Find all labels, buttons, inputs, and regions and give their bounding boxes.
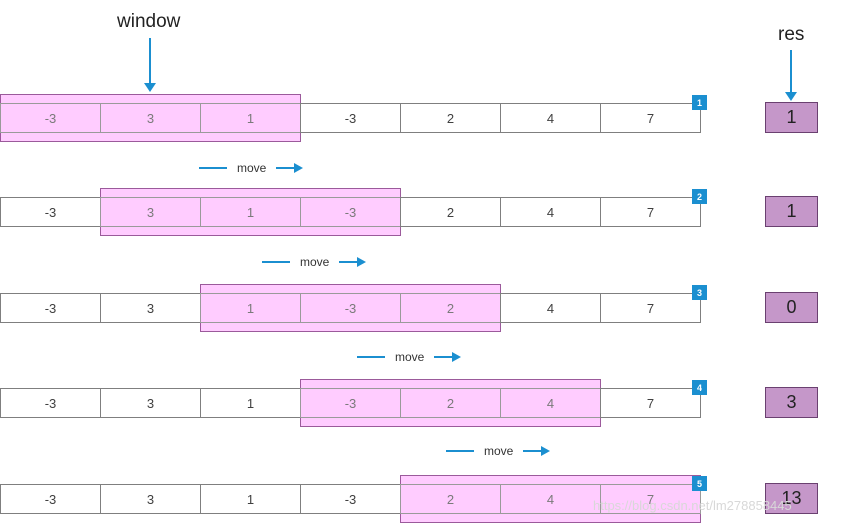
array-cell: 2: [400, 484, 501, 514]
move-indicator: move: [357, 349, 462, 365]
move-indicator: move: [262, 254, 367, 270]
array-cell: 4: [500, 197, 601, 227]
array-cell: 7: [600, 293, 701, 323]
array-cell: -3: [300, 388, 401, 418]
array-cell: 1: [200, 484, 301, 514]
array-cell: 3: [100, 197, 201, 227]
array-cell: -3: [0, 197, 101, 227]
window-highlight: [300, 379, 601, 427]
move-indicator: move: [199, 160, 304, 176]
move-line: [357, 356, 385, 358]
array-cell: 1: [200, 197, 301, 227]
array-cell: -3: [0, 484, 101, 514]
array-cell: -3: [0, 103, 101, 133]
array-cell: 3: [100, 103, 201, 133]
array-cell: 7: [600, 103, 701, 133]
array-cell: 4: [500, 293, 601, 323]
move-line: [262, 261, 290, 263]
step-badge: 4: [692, 380, 707, 395]
array-cell: 4: [500, 388, 601, 418]
move-label: move: [484, 444, 514, 458]
array-cell: 4: [500, 484, 601, 514]
array-cell: 7: [600, 197, 701, 227]
move-indicator: move: [446, 443, 551, 459]
window-highlight: [0, 94, 301, 142]
result-box: 13: [765, 483, 818, 514]
array-cell: 1: [200, 293, 301, 323]
res-pointer-arrow: [785, 50, 797, 101]
result-box: 3: [765, 387, 818, 418]
move-label: move: [395, 350, 425, 364]
window-highlight: [200, 284, 501, 332]
array-cell: 7: [600, 388, 701, 418]
array-cell: -3: [300, 103, 401, 133]
right-arrow-icon: [276, 163, 304, 173]
array-cell: 4: [500, 103, 601, 133]
array-cell: 2: [400, 197, 501, 227]
array-cell: -3: [300, 293, 401, 323]
move-label: move: [237, 161, 267, 175]
array-cell: 1: [200, 388, 301, 418]
array-cell: -3: [300, 484, 401, 514]
move-line: [199, 167, 227, 169]
array-cell: 1: [200, 103, 301, 133]
watermark: https://blog.csdn.net/lm278858445: [593, 498, 792, 513]
result-box: 1: [765, 102, 818, 133]
array-cell: 2: [400, 293, 501, 323]
result-box: 0: [765, 292, 818, 323]
array-cell: -3: [300, 197, 401, 227]
array-cell: -3: [0, 293, 101, 323]
window-label: window: [117, 11, 181, 32]
array-cell: 2: [400, 388, 501, 418]
array-cell: 3: [100, 484, 201, 514]
step-badge: 5: [692, 476, 707, 491]
step-badge: 3: [692, 285, 707, 300]
array-cell: 3: [100, 388, 201, 418]
step-badge: 2: [692, 189, 707, 204]
array-cell: 3: [100, 293, 201, 323]
array-cell: -3: [0, 388, 101, 418]
right-arrow-icon: [434, 352, 462, 362]
move-label: move: [300, 255, 330, 269]
res-label: res: [778, 24, 805, 45]
right-arrow-icon: [339, 257, 367, 267]
array-cell: 7: [600, 484, 701, 514]
window-pointer-arrow: [144, 38, 156, 92]
array-cell: 2: [400, 103, 501, 133]
right-arrow-icon: [523, 446, 551, 456]
result-box: 1: [765, 196, 818, 227]
move-line: [446, 450, 474, 452]
step-badge: 1: [692, 95, 707, 110]
